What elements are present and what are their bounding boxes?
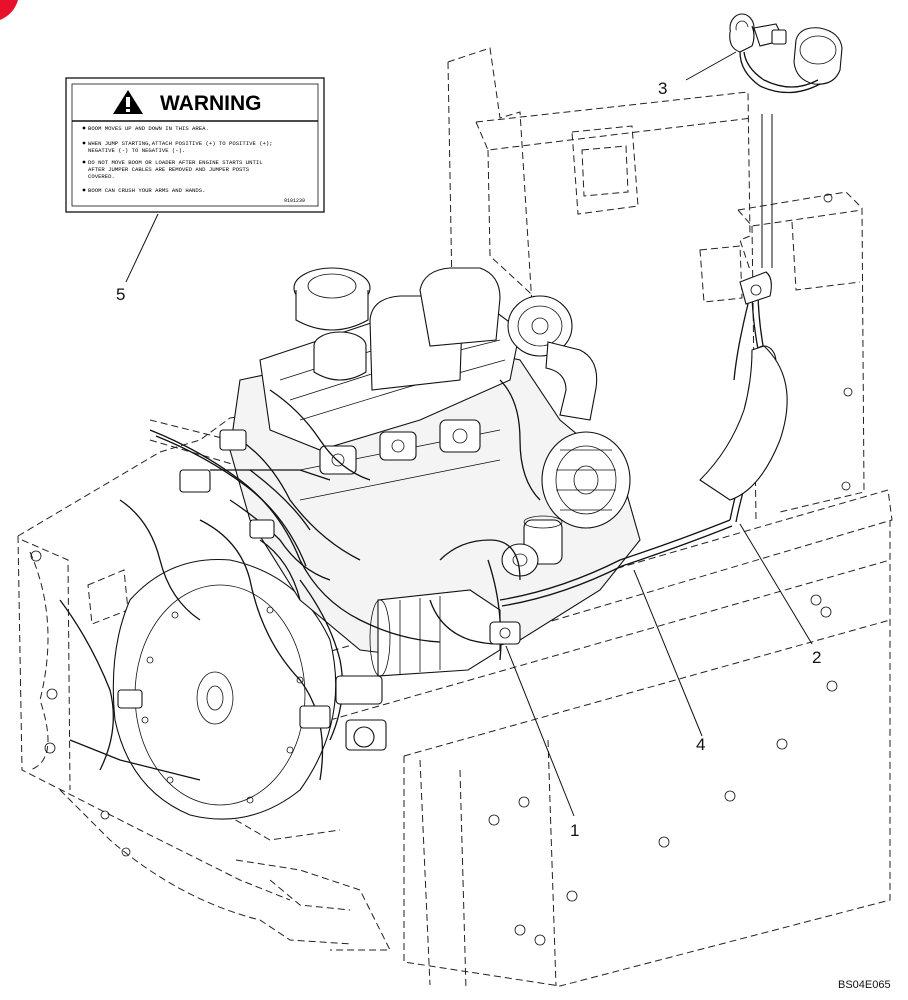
engine: [229, 267, 641, 677]
jumper-post-assembly: [729, 13, 843, 94]
callout-3: 3: [658, 79, 667, 98]
warning-line-2: WHEN JUMP STARTING,ATTACH POSITIVE (+) T…: [88, 140, 273, 147]
warning-decal: WARNING BOOM MOVES UP AND DOWN IN THIS A…: [65, 77, 325, 213]
wiring-harness: [59, 429, 521, 781]
figure-code: BS04E065: [838, 979, 891, 991]
warning-title: WARNING: [160, 92, 262, 115]
callout-2: 2: [812, 648, 821, 667]
warning-line-6: COVERED.: [88, 173, 115, 180]
warning-line-4: DO NOT MOVE BOOM OR LOADER AFTER ENGINE …: [88, 159, 263, 166]
leader-lines: [125, 51, 813, 817]
warning-line-7: BOOM CAN CRUSH YOUR ARMS AND HANDS.: [88, 187, 206, 194]
callout-4: 4: [696, 735, 705, 754]
battery-cables: [439, 271, 788, 661]
warning-line-3: NEGATIVE (-) TO NEGATIVE (-).: [88, 147, 185, 154]
corner-mark: [0, 0, 18, 20]
warning-part-code: 9101239: [284, 198, 305, 204]
frame-bolts: [30, 193, 853, 946]
flywheel-housing: [112, 558, 337, 820]
callout-1: 1: [570, 821, 579, 840]
callout-5: 5: [116, 285, 125, 304]
warning-line-5: AFTER JUMPER CABLES ARE REMOVED AND JUMP…: [88, 166, 250, 173]
warning-line-1: BOOM MOVES UP AND DOWN IN THIS AREA.: [88, 125, 209, 132]
